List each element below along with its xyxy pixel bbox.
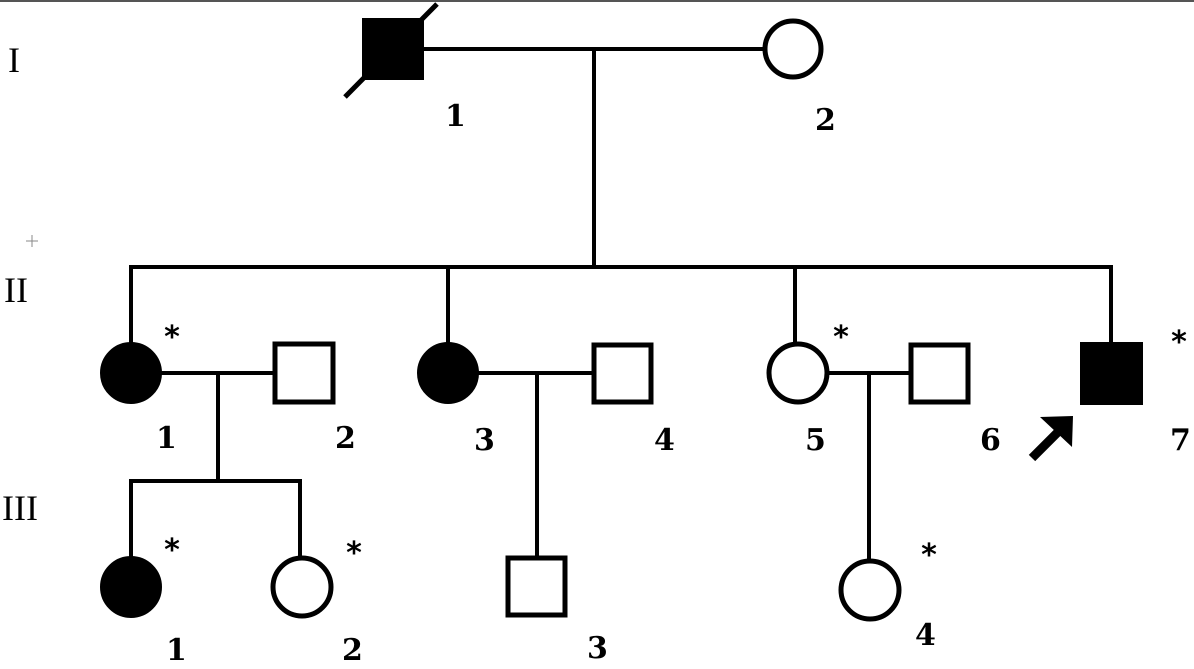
unaffected-female-symbol: [766, 341, 830, 405]
deceased-slash: [343, 2, 439, 99]
individual-II-6: 6: [908, 342, 1001, 458]
individual-number: 4: [654, 423, 675, 458]
individual-number: 4: [915, 618, 936, 653]
individual-number: 3: [587, 631, 608, 666]
unaffected-female-symbol: [838, 558, 902, 622]
cursor-crosshair-icon: [26, 235, 38, 247]
asterisk-marker: *: [920, 538, 938, 573]
individual-II-4: 4: [591, 342, 675, 458]
individual-number: 2: [815, 103, 836, 138]
generation-label-II: II: [4, 270, 28, 310]
individual-III-1: * 1: [100, 533, 187, 668]
affected-female-symbol: [417, 342, 479, 404]
individual-number: 5: [805, 423, 826, 458]
affected-male-symbol: [1080, 342, 1143, 405]
unaffected-female-symbol: [270, 555, 334, 619]
individual-II-7: * 7: [1028, 325, 1191, 462]
asterisk-marker: *: [832, 320, 850, 355]
unaffected-male-symbol: [908, 342, 971, 405]
asterisk-marker: *: [345, 536, 363, 571]
asterisk-marker: *: [1170, 325, 1188, 360]
individual-I-1: 1: [343, 2, 466, 134]
generation-label-I: I: [8, 40, 20, 80]
asterisk-marker: *: [163, 533, 181, 568]
individual-number: 1: [156, 421, 177, 456]
individual-I-2: 2: [762, 18, 836, 138]
proband-arrow-icon: [1028, 416, 1073, 462]
individual-number: 1: [166, 633, 187, 668]
asterisk-marker: *: [163, 320, 181, 355]
individual-II-1: * 1: [100, 320, 181, 456]
individual-number: 2: [342, 633, 363, 668]
individual-number: 7: [1170, 423, 1191, 458]
individual-III-4: * 4: [838, 538, 938, 653]
individual-II-3: 3: [417, 342, 495, 458]
unaffected-male-symbol: [272, 341, 336, 405]
generation-label-III: III: [2, 488, 38, 528]
individual-II-2: 2: [272, 341, 356, 456]
unaffected-female-symbol: [762, 18, 824, 80]
individual-number: 1: [445, 99, 466, 134]
individual-III-2: * 2: [270, 536, 363, 668]
individual-number: 2: [335, 421, 356, 456]
individual-II-5: * 5: [766, 320, 850, 458]
affected-female-symbol: [100, 556, 162, 618]
affected-female-symbol: [100, 342, 162, 404]
individual-number: 3: [474, 423, 495, 458]
unaffected-male-symbol: [591, 342, 654, 405]
individual-number: 6: [980, 423, 1001, 458]
relationship-lines: [129, 47, 1113, 560]
individual-III-3: 3: [505, 555, 608, 666]
unaffected-male-symbol: [505, 555, 568, 618]
